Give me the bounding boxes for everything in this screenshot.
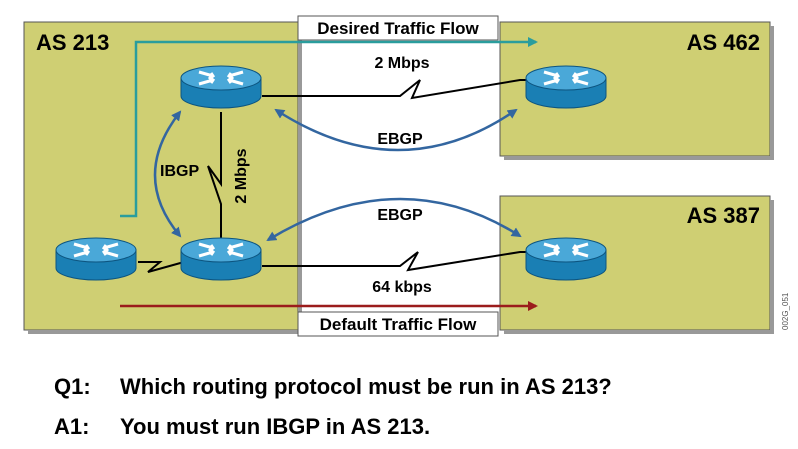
internal-bandwidth-label: 2 Mbps <box>233 148 250 203</box>
as-label-462: AS 462 <box>687 30 760 55</box>
link-internal-serial <box>207 112 222 240</box>
ebgp-bottom-arrow <box>266 197 522 242</box>
figure-code: 002G_051 <box>781 292 790 330</box>
answer-text: You must run IBGP in AS 213. <box>120 414 431 439</box>
desired-traffic-arrow <box>120 37 538 218</box>
router-icon <box>179 236 263 282</box>
router-icon <box>524 64 608 110</box>
as-label-387: AS 387 <box>687 203 760 228</box>
link-edge-serial <box>138 261 185 273</box>
as-label-213: AS 213 <box>36 30 109 55</box>
answer-line: A1: You must run IBGP in AS 213. <box>54 414 430 440</box>
router-icon <box>54 236 138 282</box>
answer-tag: A1: <box>54 414 90 439</box>
default-flow-label: Default Traffic Flow <box>320 315 478 334</box>
top-bandwidth-label: 2 Mbps <box>374 55 429 72</box>
desired-flow-label: Desired Traffic Flow <box>317 19 479 38</box>
router-icon <box>179 64 263 110</box>
bottom-bandwidth-label: 64 kbps <box>372 279 432 296</box>
ibgp-label: IBGP <box>160 163 199 180</box>
question-text: Which routing protocol must be run in AS… <box>120 374 612 399</box>
ebgp-top-arrow <box>274 108 518 152</box>
ibgp-arrow <box>153 110 182 238</box>
ebgp-bottom-label: EBGP <box>377 207 423 224</box>
question-tag: Q1: <box>54 374 91 399</box>
question-line: Q1: Which routing protocol must be run in… <box>54 374 612 400</box>
router-icon <box>524 236 608 282</box>
ebgp-top-label: EBGP <box>377 131 423 148</box>
